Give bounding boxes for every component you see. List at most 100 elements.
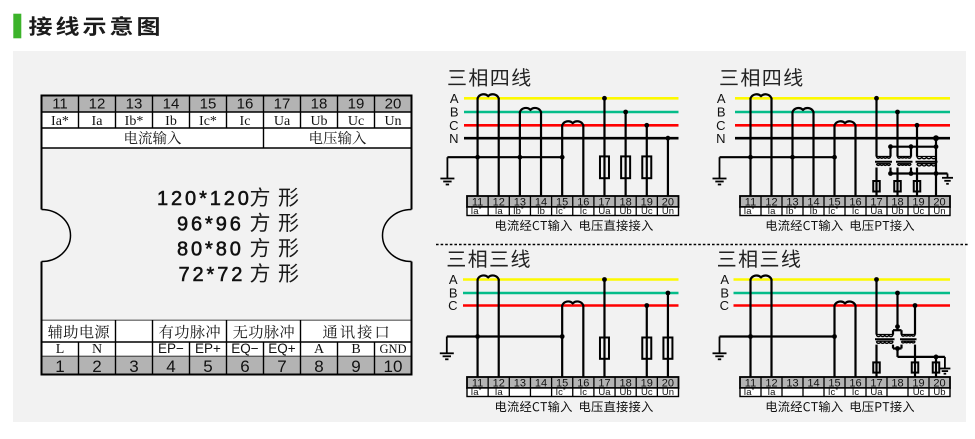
svg-text:Ia: Ia	[495, 387, 504, 398]
svg-text:18: 18	[620, 377, 632, 389]
svg-text:15: 15	[200, 96, 217, 113]
svg-text:17: 17	[274, 96, 291, 113]
svg-text:14: 14	[807, 377, 819, 389]
svg-text:Ib*: Ib*	[513, 204, 524, 217]
svg-text:Ua: Ua	[870, 387, 883, 398]
svg-text:Ia*: Ia*	[744, 385, 755, 398]
svg-text:C: C	[448, 298, 457, 313]
svg-text:Un: Un	[933, 206, 945, 217]
svg-text:Ib*: Ib*	[125, 114, 144, 129]
svg-text:Ia: Ia	[768, 387, 777, 398]
svg-text:N: N	[92, 342, 102, 357]
svg-text:12: 12	[89, 96, 106, 113]
svg-text:15: 15	[556, 196, 568, 208]
svg-text:Ic: Ic	[580, 206, 588, 217]
svg-text:16: 16	[237, 96, 254, 113]
svg-text:20: 20	[385, 96, 402, 113]
svg-text:Ia*: Ia*	[471, 385, 482, 398]
svg-text:13: 13	[786, 377, 798, 389]
svg-text:80*80: 80*80	[177, 239, 244, 261]
svg-text:Ib: Ib	[537, 206, 545, 217]
svg-text:10: 10	[384, 357, 403, 376]
svg-text:EQ−: EQ−	[231, 341, 259, 356]
svg-text:11: 11	[472, 196, 483, 208]
svg-text:Uc: Uc	[641, 206, 653, 217]
svg-text:17: 17	[598, 196, 610, 208]
svg-text:Ia*: Ia*	[51, 114, 69, 129]
svg-text:13: 13	[514, 196, 526, 208]
svg-text:C: C	[716, 118, 725, 133]
svg-text:C: C	[720, 298, 729, 313]
svg-text:N: N	[716, 131, 725, 146]
svg-text:Ib*: Ib*	[786, 204, 797, 217]
svg-text:Uc: Uc	[348, 114, 364, 129]
svg-text:5: 5	[203, 357, 212, 376]
svg-text:18: 18	[891, 377, 903, 389]
svg-text:12: 12	[765, 196, 777, 208]
svg-text:14: 14	[535, 196, 547, 208]
svg-text:Ic*: Ic*	[828, 385, 838, 398]
svg-text:19: 19	[912, 196, 924, 208]
svg-text:Ic: Ic	[852, 206, 860, 217]
svg-text:Ib: Ib	[165, 114, 177, 129]
svg-text:Ua: Ua	[598, 206, 611, 217]
svg-text:13: 13	[126, 96, 143, 113]
svg-text:3: 3	[129, 357, 138, 376]
svg-text:B: B	[720, 286, 729, 301]
svg-text:72*72: 72*72	[179, 264, 246, 286]
svg-text:96*96: 96*96	[177, 213, 244, 235]
svg-text:12: 12	[493, 377, 505, 389]
svg-text:14: 14	[807, 196, 819, 208]
svg-text:20: 20	[662, 377, 674, 389]
svg-text:Un: Un	[384, 114, 401, 129]
svg-text:9: 9	[351, 357, 360, 376]
svg-text:12: 12	[765, 377, 777, 389]
svg-text:Ub: Ub	[620, 387, 632, 398]
svg-text:16: 16	[849, 377, 861, 389]
svg-text:7: 7	[277, 357, 286, 376]
svg-text:Ua: Ua	[274, 114, 291, 129]
svg-text:Ua: Ua	[598, 387, 611, 398]
svg-text:Ic*: Ic*	[556, 204, 566, 217]
svg-text:A: A	[717, 91, 726, 106]
svg-text:C: C	[449, 118, 458, 133]
svg-text:13: 13	[514, 377, 526, 389]
svg-text:A: A	[314, 342, 325, 357]
svg-text:17: 17	[598, 377, 610, 389]
svg-text:16: 16	[849, 196, 861, 208]
svg-text:A: A	[720, 272, 729, 287]
svg-text:15: 15	[556, 377, 568, 389]
svg-text:18: 18	[891, 196, 903, 208]
svg-text:14: 14	[535, 377, 547, 389]
svg-text:N: N	[449, 131, 458, 146]
svg-text:Ia: Ia	[92, 114, 104, 129]
svg-text:GND: GND	[379, 342, 406, 356]
svg-text:12: 12	[493, 196, 505, 208]
svg-text:Ic*: Ic*	[828, 204, 838, 217]
svg-text:4: 4	[166, 357, 175, 376]
svg-text:19: 19	[348, 96, 365, 113]
svg-text:B: B	[450, 105, 459, 120]
svg-text:Ib: Ib	[810, 206, 818, 217]
svg-text:Ic*: Ic*	[556, 385, 566, 398]
svg-text:Uc: Uc	[913, 387, 925, 398]
svg-text:120*120: 120*120	[157, 188, 252, 210]
svg-text:Ia: Ia	[768, 206, 777, 217]
svg-text:Uc: Uc	[641, 387, 653, 398]
svg-text:B: B	[351, 342, 360, 357]
svg-text:14: 14	[163, 96, 180, 113]
svg-text:15: 15	[828, 377, 840, 389]
svg-text:B: B	[449, 286, 458, 301]
svg-text:16: 16	[577, 196, 589, 208]
svg-text:EP+: EP+	[195, 341, 221, 356]
svg-text:15: 15	[828, 196, 840, 208]
svg-text:A: A	[450, 91, 459, 106]
svg-text:EQ+: EQ+	[268, 341, 296, 356]
svg-text:17: 17	[870, 377, 882, 389]
svg-text:19: 19	[641, 196, 653, 208]
svg-text:B: B	[717, 105, 726, 120]
svg-text:Ua: Ua	[870, 206, 883, 217]
svg-text:Ub: Ub	[891, 206, 903, 217]
svg-text:L: L	[56, 342, 65, 357]
svg-text:Un: Un	[662, 387, 674, 398]
